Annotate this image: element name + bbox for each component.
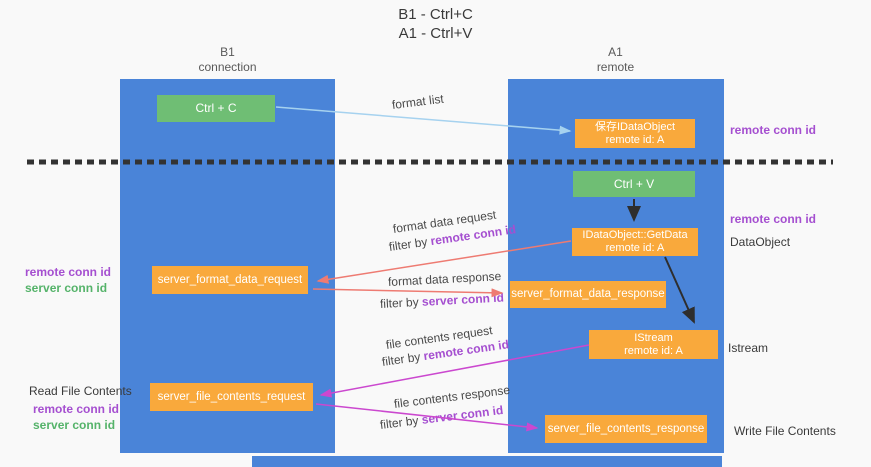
left-conn-id-group-2: remote conn id server conn id (33, 401, 119, 433)
getdata-line1: IDataObject::GetData (582, 229, 688, 241)
server-format-data-response-box: server_format_data_response (510, 281, 666, 308)
right-column-name: A1 (608, 45, 623, 59)
ctrl-v-box: Ctrl + V (573, 171, 695, 197)
server-conn-id-key: server conn id (420, 402, 504, 427)
ctrl-c-label: Ctrl + C (195, 101, 237, 115)
title-line-1: B1 - Ctrl+C (398, 6, 473, 23)
left-server-conn-id-label-2: server conn id (33, 418, 116, 432)
left-column-header: B1 connection (120, 45, 335, 75)
filter-by-prefix: filter by (381, 349, 425, 369)
left-column-name: B1 (220, 45, 235, 59)
save-idataobject-line2: remote id: A (605, 133, 665, 146)
left-column-role: connection (198, 60, 257, 74)
istream-box: IStream remote id: A (589, 330, 718, 359)
title-line-2: A1 - Ctrl+V (398, 25, 473, 42)
left-remote-conn-id-label-1: remote conn id (25, 265, 112, 279)
istream-line1: IStream (634, 331, 673, 344)
filter-by-prefix: filter by (388, 234, 432, 254)
left-conn-id-group-1: remote conn id server conn id (25, 264, 111, 296)
right-column-role: remote (596, 60, 635, 74)
server-file-contents-request-box: server_file_contents_request (150, 383, 313, 411)
left-server-conn-id-label-1: server conn id (25, 281, 108, 295)
read-file-contents-label: Read File Contents (29, 384, 132, 398)
left-remote-conn-id-label-2: remote conn id (33, 402, 120, 416)
format-data-response-filter-label: filter by server conn id (380, 291, 505, 311)
istream-side-label: Istream (728, 341, 769, 355)
right-remote-conn-id-label-1: remote conn id (730, 123, 817, 137)
right-column-header: A1 remote (508, 45, 723, 75)
dataobject-label: DataObject (730, 235, 791, 249)
server-format-data-request-box: server_format_data_request (152, 266, 308, 294)
save-idataobject-line1: 保存IDataObject (594, 120, 676, 133)
diagram-title: B1 - Ctrl+C A1 - Ctrl+V (0, 5, 871, 43)
format-data-response-label: format data response (387, 269, 502, 289)
ctrl-c-box: Ctrl + C (157, 95, 275, 122)
filter-by-prefix: filter by (379, 412, 423, 432)
server-format-data-request-label: server_format_data_request (157, 273, 303, 286)
filter-by-prefix: filter by (379, 294, 423, 311)
server-conn-id-key: server conn id (421, 290, 505, 309)
server-file-contents-response-label: server_file_contents_response (547, 422, 705, 435)
server-file-contents-response-box: server_file_contents_response (545, 415, 707, 443)
istream-line2: remote id: A (624, 344, 683, 357)
server-format-data-response-label: server_format_data_response (511, 288, 665, 300)
right-remote-conn-id-label-2: remote conn id (730, 212, 817, 226)
getdata-line2: remote id: A (605, 242, 665, 254)
bottom-cropped-box (252, 456, 722, 467)
format-list-label: format list (391, 91, 445, 112)
save-idataobject-box: 保存IDataObject remote id: A (575, 119, 695, 148)
server-file-contents-request-label: server_file_contents_request (157, 390, 306, 403)
ctrl-v-label: Ctrl + V (613, 176, 655, 191)
idataobject-getdata-box: IDataObject::GetData remote id: A (572, 228, 698, 256)
write-file-contents-label: Write File Contents (734, 424, 836, 438)
